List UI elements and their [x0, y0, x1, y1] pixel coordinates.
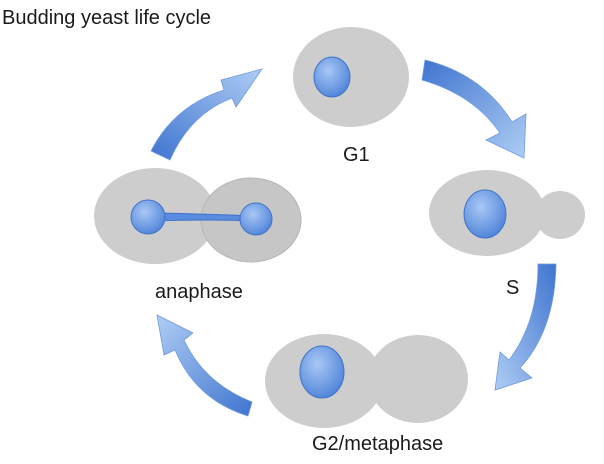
stage-label-anaphase: anaphase — [155, 281, 243, 303]
cell-g2-bud — [368, 335, 468, 423]
stage-label-s: S — [506, 277, 520, 299]
cell-s-bud — [535, 191, 585, 239]
arrow-anaphase-to-g1 — [150, 68, 263, 161]
stage-label-g2-metaphase: G2/metaphase — [312, 433, 444, 455]
cell-g1 — [293, 27, 409, 127]
cell-g2 — [265, 334, 468, 428]
cell-anaphase — [94, 168, 302, 264]
cell-s-nucleus — [463, 189, 507, 239]
cell-s — [429, 170, 585, 256]
cell-anaphase-nucleus-left — [130, 199, 166, 235]
arrow-g2-to-anaphase — [156, 314, 253, 417]
cell-anaphase-nucleus-right — [239, 202, 273, 236]
stage-label-g1: G1 — [343, 144, 370, 166]
arrow-g1-to-s — [421, 59, 527, 159]
diagram-title: Budding yeast life cycle — [2, 7, 212, 29]
cell-g1-body — [293, 27, 409, 127]
cell-g2-nucleus — [299, 345, 345, 399]
arrow-s-to-g2 — [494, 263, 557, 391]
cell-g1-nucleus — [313, 56, 351, 98]
